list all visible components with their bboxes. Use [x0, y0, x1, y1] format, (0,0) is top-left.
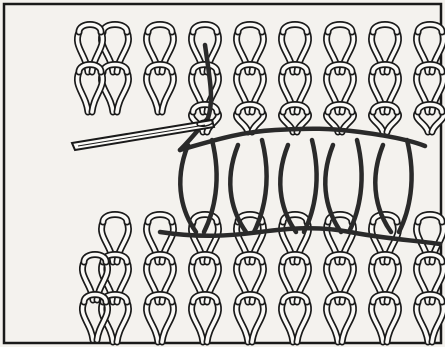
knitting-illustration	[0, 0, 445, 347]
